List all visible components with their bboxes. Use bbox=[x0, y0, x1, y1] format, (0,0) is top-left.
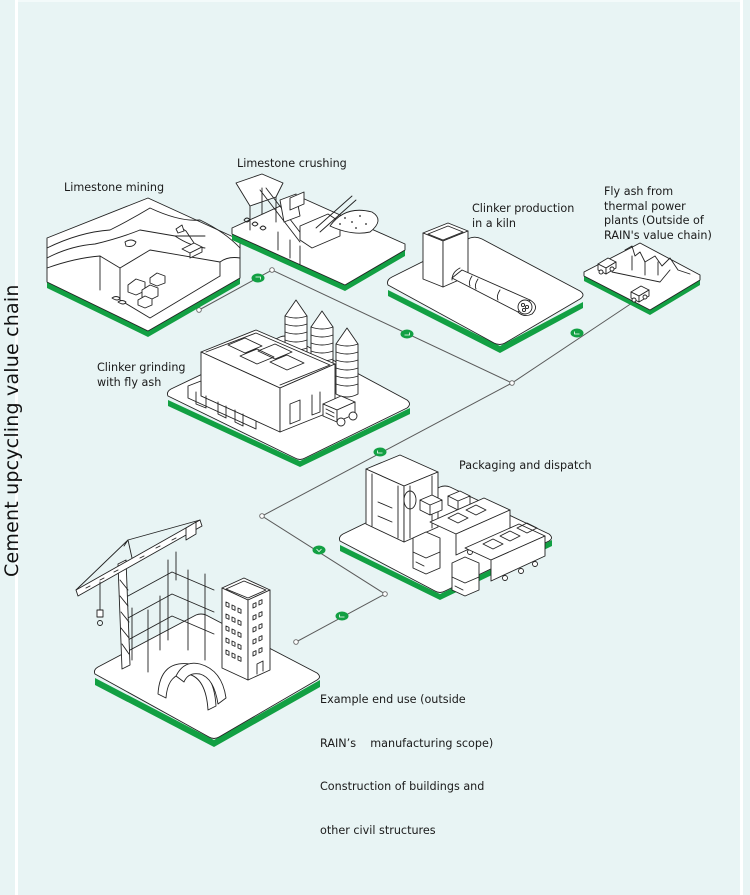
top-edge bbox=[17, 0, 742, 2]
arrow-marker-icon bbox=[373, 447, 387, 457]
dump-truck-icon bbox=[597, 257, 617, 275]
connector-node bbox=[259, 513, 265, 519]
stage-label-clinker-grinding: Clinker grinding with fly ash bbox=[97, 361, 186, 390]
stage-label-packaging-dispatch: Packaging and dispatch bbox=[459, 459, 592, 474]
dump-truck-ash-pond-icon bbox=[583, 242, 701, 315]
quarry-excavator-icon bbox=[46, 197, 241, 337]
dump-truck-icon bbox=[322, 395, 358, 427]
dump-truck-icon bbox=[630, 285, 650, 303]
label-line: other civil structures bbox=[320, 823, 436, 837]
label-line: Packaging and dispatch bbox=[459, 459, 592, 472]
arrow-marker-icon bbox=[570, 328, 584, 338]
label-line: Clinker grinding bbox=[97, 361, 186, 374]
construction-crane-building-icon bbox=[75, 519, 320, 747]
label-line: Clinker production bbox=[472, 202, 575, 215]
label-line: with fly ash bbox=[97, 375, 162, 389]
factory-silos-icon bbox=[166, 299, 410, 467]
stage-label-clinker-production: Clinker production in a kiln bbox=[472, 202, 574, 231]
label-line: Example end use (outside bbox=[320, 693, 466, 706]
stage-label-limestone-crushing: Limestone crushing bbox=[237, 157, 347, 172]
connector-node bbox=[269, 267, 275, 273]
right-divider bbox=[740, 0, 743, 895]
arrow-marker-icon bbox=[312, 545, 326, 555]
left-divider bbox=[15, 0, 18, 895]
arrow-marker-icon bbox=[251, 273, 265, 283]
silo-icon bbox=[335, 327, 359, 398]
connector-flyash bbox=[511, 302, 633, 384]
stage-label-limestone-mining: Limestone mining bbox=[64, 181, 164, 196]
label-line: Fly ash from bbox=[604, 185, 674, 198]
connectors bbox=[196, 267, 633, 645]
connector-node bbox=[196, 307, 202, 313]
label-line: plants (Outside of bbox=[604, 214, 704, 227]
crane-icon bbox=[75, 519, 203, 670]
arrow-marker-icon bbox=[335, 611, 349, 621]
rotary-kiln-icon bbox=[387, 222, 584, 353]
truck-icon bbox=[451, 522, 546, 597]
label-line: Construction of buildings and bbox=[320, 780, 485, 793]
crusher-conveyor-icon bbox=[231, 173, 406, 291]
connector-node bbox=[509, 380, 515, 386]
label-line: RAIN’s manufacturing scope) bbox=[320, 736, 494, 750]
stage-label-fly-ash: Fly ash from thermal power plants (Outsi… bbox=[604, 185, 712, 243]
label-line: Limestone mining bbox=[64, 181, 165, 194]
stage-label-end-use: Example end use (outside RAIN’s manufact… bbox=[320, 664, 493, 853]
label-line: thermal power bbox=[604, 199, 686, 213]
arrow-marker-icon bbox=[400, 329, 414, 339]
label-line: RAIN's value chain) bbox=[604, 228, 712, 242]
connector-node bbox=[293, 639, 299, 645]
connector-node bbox=[382, 591, 388, 597]
packaging-trucks-icon bbox=[338, 454, 552, 600]
label-line: Limestone crushing bbox=[237, 157, 347, 170]
label-line: in a kiln bbox=[472, 216, 516, 230]
truck-icon bbox=[412, 497, 511, 575]
